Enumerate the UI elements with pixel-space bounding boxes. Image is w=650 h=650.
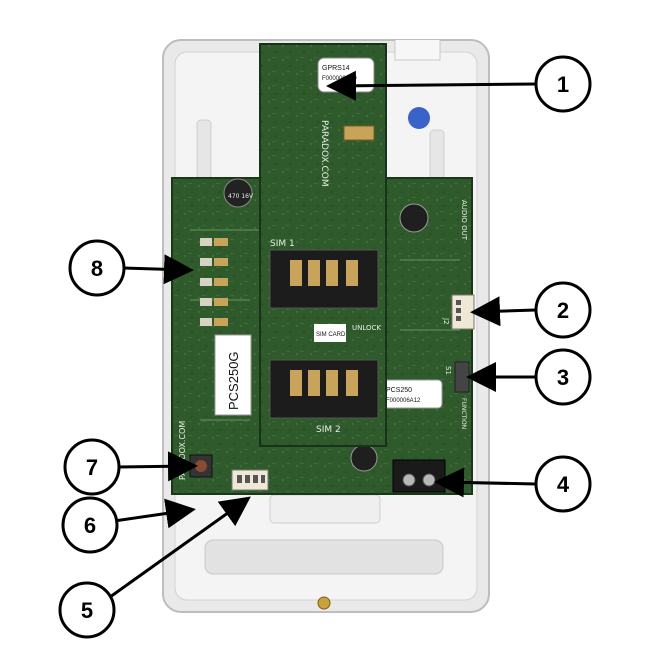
- audio-out-label: AUDIO OUT: [460, 200, 468, 241]
- arrow-2: [470, 296, 537, 327]
- serial-connector: [231, 469, 269, 491]
- status-led-column: [200, 238, 228, 326]
- svg-text:1: 1: [557, 72, 569, 97]
- arrow-1: [326, 70, 538, 101]
- j2-connector: J2: [442, 294, 475, 330]
- capacitor-bottom: [350, 444, 378, 472]
- sim2-holder: SIM 2: [269, 359, 379, 435]
- sim-card-tag: [314, 324, 346, 342]
- svg-text:3: 3: [557, 365, 569, 390]
- svg-text:7: 7: [86, 455, 98, 480]
- callout-arrows: [109, 70, 538, 599]
- module-brand-label: PARADOX.COM: [319, 120, 329, 187]
- sim2-label: SIM 2: [316, 425, 341, 435]
- module-serial: F000000C69: [322, 76, 357, 82]
- svg-text:470 16V: 470 16V: [228, 193, 254, 200]
- callout-6: 6: [61, 496, 119, 554]
- gprs-module: GPRS14 F000000C69 PARADOX.COM SIM 1 SIM …: [259, 43, 387, 447]
- sim-card-label: SIM CARD: [316, 332, 346, 338]
- model-label: PCS250G: [226, 351, 241, 410]
- svg-text:5: 5: [81, 598, 93, 623]
- svg-text:FUNCTION: FUNCTION: [460, 398, 467, 429]
- led-indicator-icon: [408, 107, 430, 129]
- arrow-4: [434, 467, 537, 498]
- callout-8: 8: [68, 239, 126, 297]
- callout-1: 1: [534, 55, 592, 113]
- side-brand-label: PARADOX.COM: [178, 421, 187, 480]
- arrow-8: [123, 254, 194, 285]
- sim1-label: SIM 1: [270, 239, 295, 249]
- svg-text:2: 2: [557, 298, 569, 323]
- capacitor-right: [399, 203, 429, 233]
- callout-2: 2: [534, 281, 592, 339]
- unlock-label: UNLOCK: [352, 324, 381, 332]
- model-sticker: [214, 334, 252, 416]
- sim1-holder: SIM 1: [269, 239, 379, 309]
- module-label: GPRS14: [322, 65, 350, 72]
- svg-text:J2: J2: [442, 317, 450, 325]
- antenna-connector: [343, 125, 375, 141]
- arrow-7: [117, 451, 198, 482]
- svg-text:8: 8: [91, 256, 103, 281]
- callout-4: 4: [534, 455, 592, 513]
- capacitor-left: 470 16V: [223, 178, 254, 208]
- arrow-5: [109, 496, 251, 599]
- screw-icon: [317, 596, 331, 610]
- serial-sticker-model: PCS250: [386, 387, 412, 394]
- callout-3: 3: [534, 348, 592, 406]
- s1-function-switch: S1 FUNCTION: [444, 361, 470, 429]
- arrow-6: [113, 498, 196, 529]
- callout-7: 7: [63, 438, 121, 496]
- svg-text:6: 6: [84, 513, 96, 538]
- svg-text:S1: S1: [444, 366, 452, 375]
- terminal-block: [392, 459, 446, 493]
- callout-5: 5: [58, 581, 116, 639]
- reset-button: [189, 454, 213, 478]
- svg-text:4: 4: [557, 472, 570, 497]
- serial-sticker-number: F000006A12: [386, 398, 421, 404]
